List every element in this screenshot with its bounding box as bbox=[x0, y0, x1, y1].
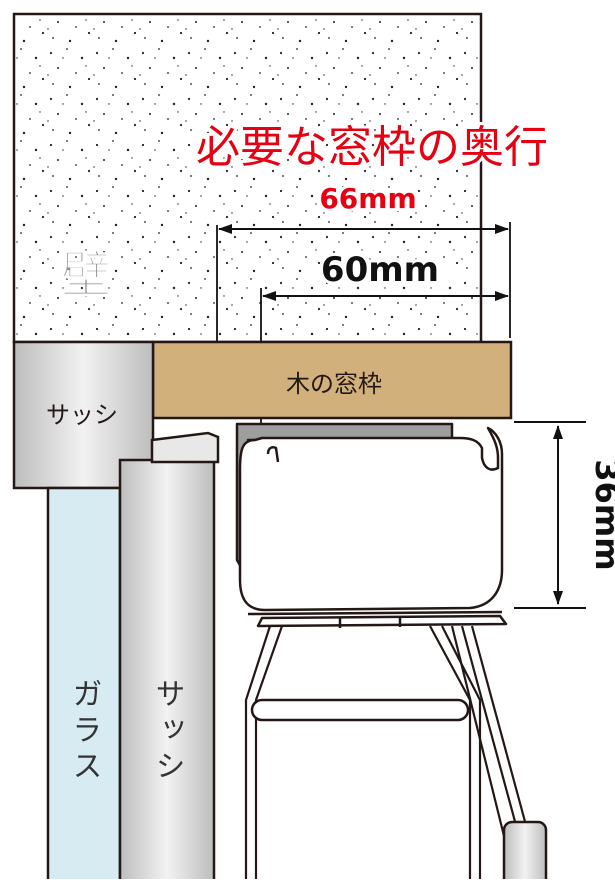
dimension-66mm-label: 66mm bbox=[319, 182, 416, 215]
wall-label: 壁 bbox=[61, 246, 111, 304]
wall bbox=[12, 12, 483, 344]
dimension-36mm-label: 36mm bbox=[588, 459, 615, 570]
sash-block-label: サッシ bbox=[46, 401, 118, 429]
wood-frame-label: 木の窓枠 bbox=[286, 370, 382, 398]
sash-vertical-label: サッシ bbox=[150, 678, 185, 786]
diagram-title: 必要な窓枠の奥行 bbox=[196, 122, 548, 173]
wand-tassel bbox=[502, 820, 548, 883]
lower-sash bbox=[118, 431, 220, 883]
glass-label: ガラス bbox=[67, 678, 102, 786]
dimension-60mm-label: 60mm bbox=[321, 250, 439, 290]
dimension-36mm-lines bbox=[514, 421, 586, 609]
wood-window-frame bbox=[151, 340, 513, 420]
blind-slat bbox=[250, 698, 470, 722]
blind-cords bbox=[244, 625, 532, 879]
blind-headrail bbox=[235, 422, 508, 628]
